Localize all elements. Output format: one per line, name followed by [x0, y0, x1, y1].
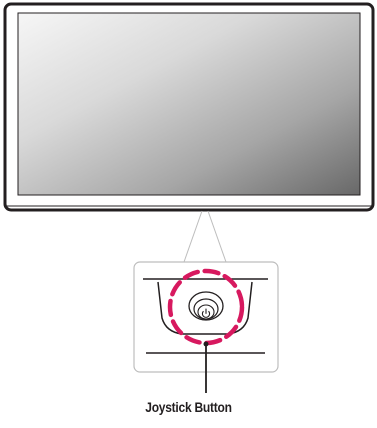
joystick-housing — [157, 281, 253, 335]
zoom-leader-lines — [183, 210, 227, 263]
monitor — [3, 2, 375, 212]
joystick-detail — [143, 268, 268, 393]
joystick-button-label: Joystick Button — [145, 399, 232, 415]
monitor-screen — [17, 12, 361, 196]
power-icon — [201, 308, 211, 318]
